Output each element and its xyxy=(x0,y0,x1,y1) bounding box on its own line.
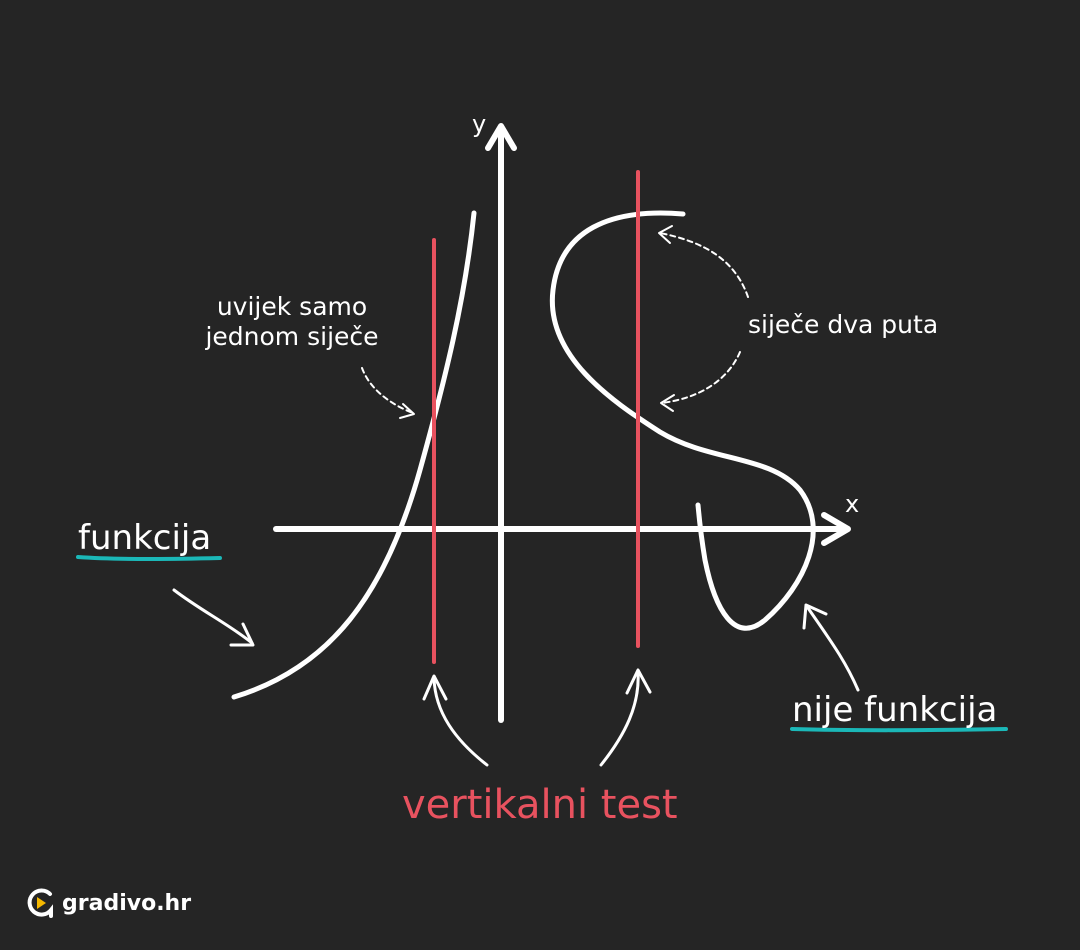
arrow-function xyxy=(172,588,254,645)
right-note: siječe dva puta xyxy=(748,310,939,339)
arrow-test-left xyxy=(432,676,489,767)
left-note-line-1: uvijek samo xyxy=(216,292,368,321)
gradivo-logo-icon xyxy=(27,888,53,918)
dashed-arrow-left xyxy=(361,367,414,414)
vertical-test-label: vertikalni test xyxy=(402,782,678,828)
dashed-arrowhead-right-bottom xyxy=(660,394,675,412)
arrow-test-right xyxy=(599,670,640,767)
function-label: funkcija xyxy=(78,518,212,558)
underline-not-function xyxy=(790,727,1008,733)
gradivo-logo: gradivo.hr xyxy=(24,886,191,920)
dashed-arrowhead-right-top xyxy=(658,225,673,244)
x-axis-arrowhead xyxy=(821,512,851,546)
x-axis-label: x xyxy=(845,490,860,518)
not-function-label: nije funkcija xyxy=(792,690,998,730)
non-function-curve xyxy=(549,210,816,631)
y-axis-arrowhead xyxy=(485,123,517,151)
underline-function xyxy=(76,555,222,561)
arrowhead-function xyxy=(229,622,255,647)
left-note-line-2: jednom siječe xyxy=(205,322,379,351)
arrowhead-test-left xyxy=(422,674,448,701)
arrow-not-function xyxy=(806,606,860,692)
dashed-arrow-right-top xyxy=(659,232,749,298)
left-note: uvijek samo jednom siječe xyxy=(200,292,384,352)
gradivo-logo-text: gradivo.hr xyxy=(62,890,192,916)
arrowhead-test-right xyxy=(625,668,652,695)
arrowhead-not-function xyxy=(802,603,828,630)
y-axis-label: y xyxy=(472,110,487,138)
dashed-arrowhead-left xyxy=(399,403,415,419)
function-curve xyxy=(231,210,477,700)
dashed-arrow-right-bottom xyxy=(661,351,741,404)
